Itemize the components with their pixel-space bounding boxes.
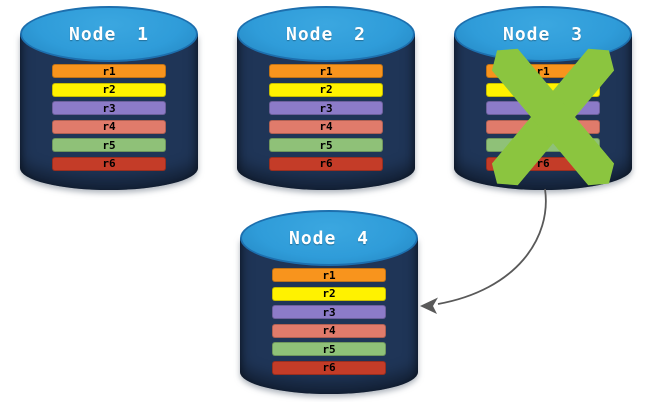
node-label: Node 1	[68, 23, 150, 45]
row-r5: r5	[272, 342, 386, 356]
row-r6: r6	[52, 156, 166, 171]
row-r5: r5	[269, 138, 383, 152]
row-r4: r4	[272, 323, 386, 338]
failure-x-icon	[497, 52, 608, 182]
row-r6: r6	[272, 360, 386, 375]
cylinder-top: Node 4	[240, 210, 418, 266]
row-r4: r4	[269, 119, 383, 134]
cylinder-top: Node 2	[237, 6, 415, 62]
row-stack: r1 r2 r3 r4 r5 r6	[269, 64, 383, 171]
row-r1: r1	[272, 268, 386, 282]
db-node-4: Node 4 r1 r2 r3 r4 r5 r6	[240, 210, 418, 394]
row-r4: r4	[52, 119, 166, 134]
arrow-curve	[437, 188, 547, 305]
row-r5: r5	[52, 138, 166, 152]
row-r3: r3	[272, 305, 386, 319]
row-r1: r1	[269, 64, 383, 78]
arrow-head-icon	[420, 297, 438, 314]
row-r1: r1	[52, 64, 166, 78]
db-node-1: Node 1 r1 r2 r3 r4 r5 r6	[20, 6, 198, 190]
row-r6: r6	[269, 156, 383, 171]
row-stack: r1 r2 r3 r4 r5 r6	[272, 268, 386, 375]
row-r3: r3	[52, 101, 166, 115]
row-r2: r2	[269, 82, 383, 97]
db-node-2: Node 2 r1 r2 r3 r4 r5 r6	[237, 6, 415, 190]
cylinder-top: Node 1	[20, 6, 198, 62]
node-label: Node 3	[502, 23, 584, 45]
node-label: Node 2	[285, 23, 367, 45]
row-r3: r3	[269, 101, 383, 115]
row-r2: r2	[52, 82, 166, 97]
db-node-3: Node 3 r1 r2 r3 r4 r5 r6	[454, 6, 632, 190]
row-r2: r2	[272, 286, 386, 301]
node-label: Node 4	[288, 227, 370, 249]
row-stack: r1 r2 r3 r4 r5 r6	[52, 64, 166, 171]
